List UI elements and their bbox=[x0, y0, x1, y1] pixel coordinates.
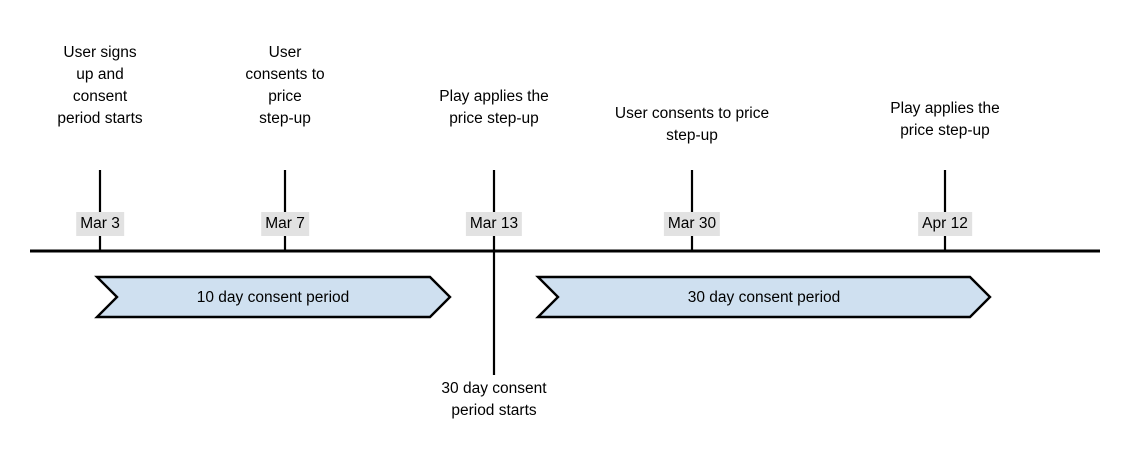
below-axis-note-30-day-consent-period-starts: 30 day consent period starts bbox=[441, 380, 547, 419]
date-chip-apr-12: Apr 12 bbox=[918, 212, 972, 236]
banner-label-10-day-consent-period: 10 day consent period bbox=[196, 289, 350, 306]
event-label-apr-12: Play applies the price step-up bbox=[890, 100, 1000, 139]
event-label-mar-7: User consents to price step-up bbox=[245, 44, 325, 127]
event-label-mar-3: User signs up and consent period starts bbox=[57, 44, 143, 127]
event-label-mar-13: Play applies the price step-up bbox=[439, 88, 549, 127]
consent-period-banner-10-day bbox=[94, 275, 452, 319]
date-chip-mar-13: Mar 13 bbox=[465, 212, 523, 236]
banner-label-30-day-consent-period: 30 day consent period bbox=[687, 289, 841, 306]
date-chip-mar-30: Mar 30 bbox=[663, 212, 721, 236]
date-chip-mar-3: Mar 3 bbox=[76, 212, 124, 236]
date-chip-mar-7: Mar 7 bbox=[261, 212, 309, 236]
consent-period-banner-30-day bbox=[535, 275, 992, 319]
event-label-mar-30: User consents to price step-up bbox=[614, 105, 770, 144]
